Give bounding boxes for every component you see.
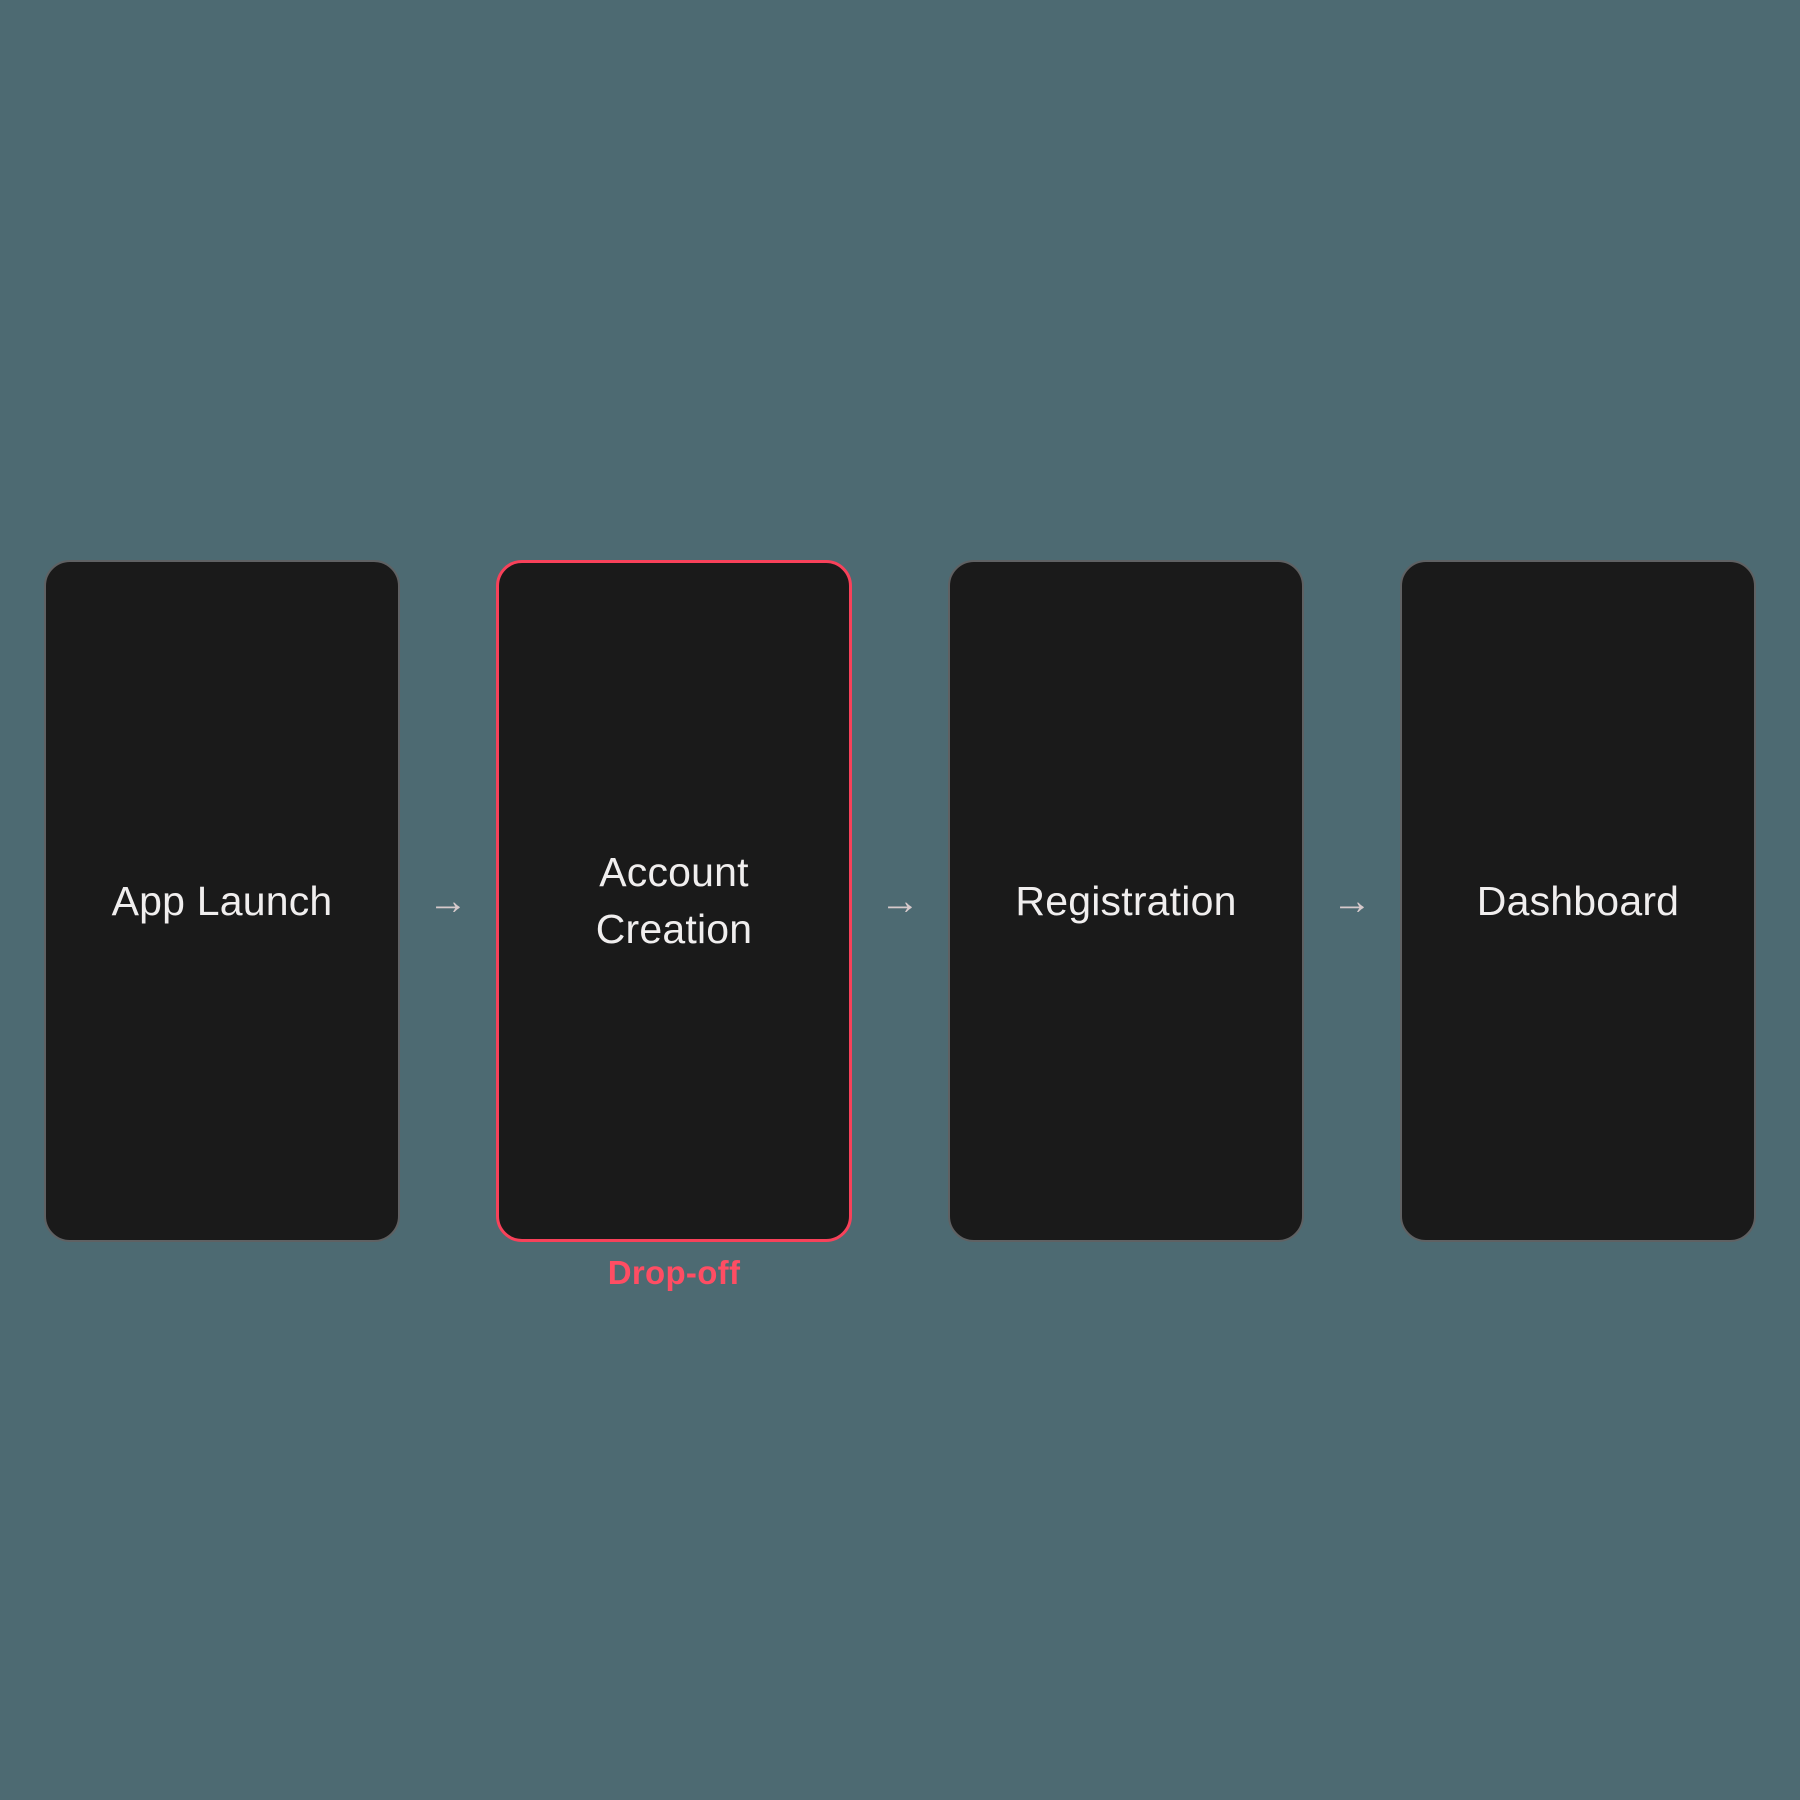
arrow-right-icon: → [428,879,468,923]
flow-connector-2: → [852,560,948,1242]
arrow-right-icon: → [1332,879,1372,923]
step-card-label: App Launch [111,877,333,924]
step-card-account-creation[interactable]: Account Creation [496,560,852,1242]
flow-connector-1: → [400,560,496,1242]
step-card-app-launch[interactable]: App Launch [44,560,400,1242]
step-card-label: Account Creation [595,849,753,952]
step-card-dashboard[interactable]: Dashboard [1400,560,1756,1242]
step-card-registration[interactable]: Registration [948,560,1304,1242]
flow-step-dashboard: Dashboard [1400,560,1756,1242]
arrow-right-icon: → [880,879,920,923]
drop-off-annotation: Drop-off [607,1254,741,1291]
flow-step-account-creation: Account Creation Drop-off [496,560,852,1291]
step-card-label: Dashboard [1476,877,1680,924]
funnel-flow: App Launch → Account Creation Drop-off →… [0,560,1800,1291]
flow-step-registration: Registration [948,560,1304,1242]
flow-step-app-launch: App Launch [44,560,400,1242]
flow-connector-3: → [1304,560,1400,1242]
step-card-label: Registration [1015,877,1237,924]
